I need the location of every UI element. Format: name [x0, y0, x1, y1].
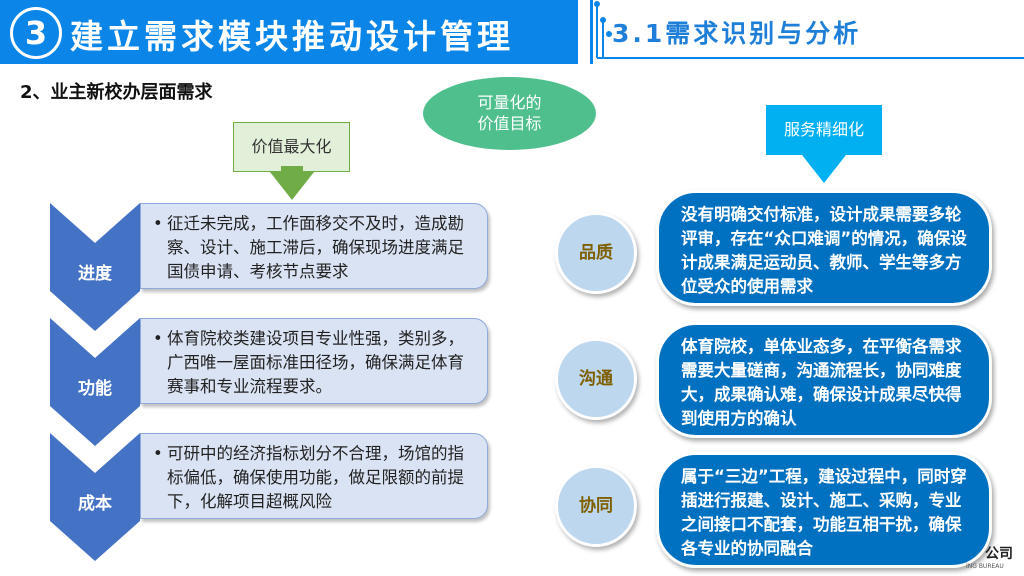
- chevron-label: 功能: [78, 379, 112, 399]
- arrow-down-icon: [802, 155, 846, 183]
- company-logo-text: 公司: [985, 546, 1013, 562]
- circuit-decoration: [590, 0, 1024, 64]
- ellipse-line: 价值目标: [477, 114, 542, 133]
- value-goal-ellipse: 可量化的价值目标: [423, 77, 596, 150]
- ellipse-line: 可量化的: [477, 93, 542, 112]
- service-refine-label: 服务精细化: [766, 105, 882, 155]
- chevron-label: 进度: [78, 264, 112, 284]
- item-text: 征迁未完成，工作面移交不及时，造成勘察、设计、施工滞后，确保现场进度满足国债申请…: [167, 214, 464, 281]
- item-text: 体育院校类建设项目专业性强，类别多，广西唯一屋面标准田径场，确保满足体育赛事和专…: [167, 329, 464, 396]
- section-number-badge: 3: [10, 7, 62, 59]
- text-box-cost: •可研中的经济指标划分不合理，场馆的指标偏低，确保使用功能，做足限额的前提下，化…: [140, 433, 488, 519]
- company-logo-subtext: ING BUREAU: [966, 563, 1004, 570]
- arrow-down-icon: [270, 172, 314, 200]
- page-title: 建立需求模块推动设计管理: [70, 17, 514, 56]
- circle-quality: 品质: [555, 212, 637, 294]
- section-heading: 2、业主新校办层面需求: [20, 82, 213, 103]
- chevron-label: 成本: [78, 494, 112, 514]
- pill-quality: 没有明确交付标准，设计成果需要多轮评审，存在“众口难调”的情况，确保设计成果满足…: [656, 190, 992, 306]
- arrow-shaft: [281, 166, 303, 176]
- pill-collaboration: 属于“三边”工程，建设过程中，同时穿插进行报建、设计、施工、采购，专业之间接口不…: [656, 452, 992, 568]
- circle-collaboration: 协同: [555, 465, 637, 547]
- page-subtitle: 3.1需求识别与分析: [612, 19, 862, 48]
- value-max-label: 价值最大化: [233, 122, 350, 172]
- bullet-icon: •: [153, 329, 163, 348]
- bullet-icon: •: [153, 444, 163, 463]
- header-banner: 3 建立需求模块推动设计管理: [0, 0, 578, 64]
- chevron-progress: 进度: [50, 203, 140, 331]
- chevron-function: 功能: [50, 318, 140, 446]
- circle-communication: 沟通: [555, 338, 637, 420]
- bullet-icon: •: [153, 214, 163, 233]
- text-box-function: •体育院校类建设项目专业性强，类别多，广西唯一屋面标准田径场，确保满足体育赛事和…: [140, 318, 488, 404]
- chevron-cost: 成本: [50, 433, 140, 561]
- item-text: 可研中的经济指标划分不合理，场馆的指标偏低，确保使用功能，做足限额的前提下，化解…: [167, 444, 464, 511]
- pill-communication: 体育院校，单体业态多，在平衡各需求需要大量磋商，沟通流程长，协同难度大，成果确认…: [656, 322, 992, 438]
- text-box-progress: •征迁未完成，工作面移交不及时，造成勘察、设计、施工滞后，确保现场进度满足国债申…: [140, 203, 488, 289]
